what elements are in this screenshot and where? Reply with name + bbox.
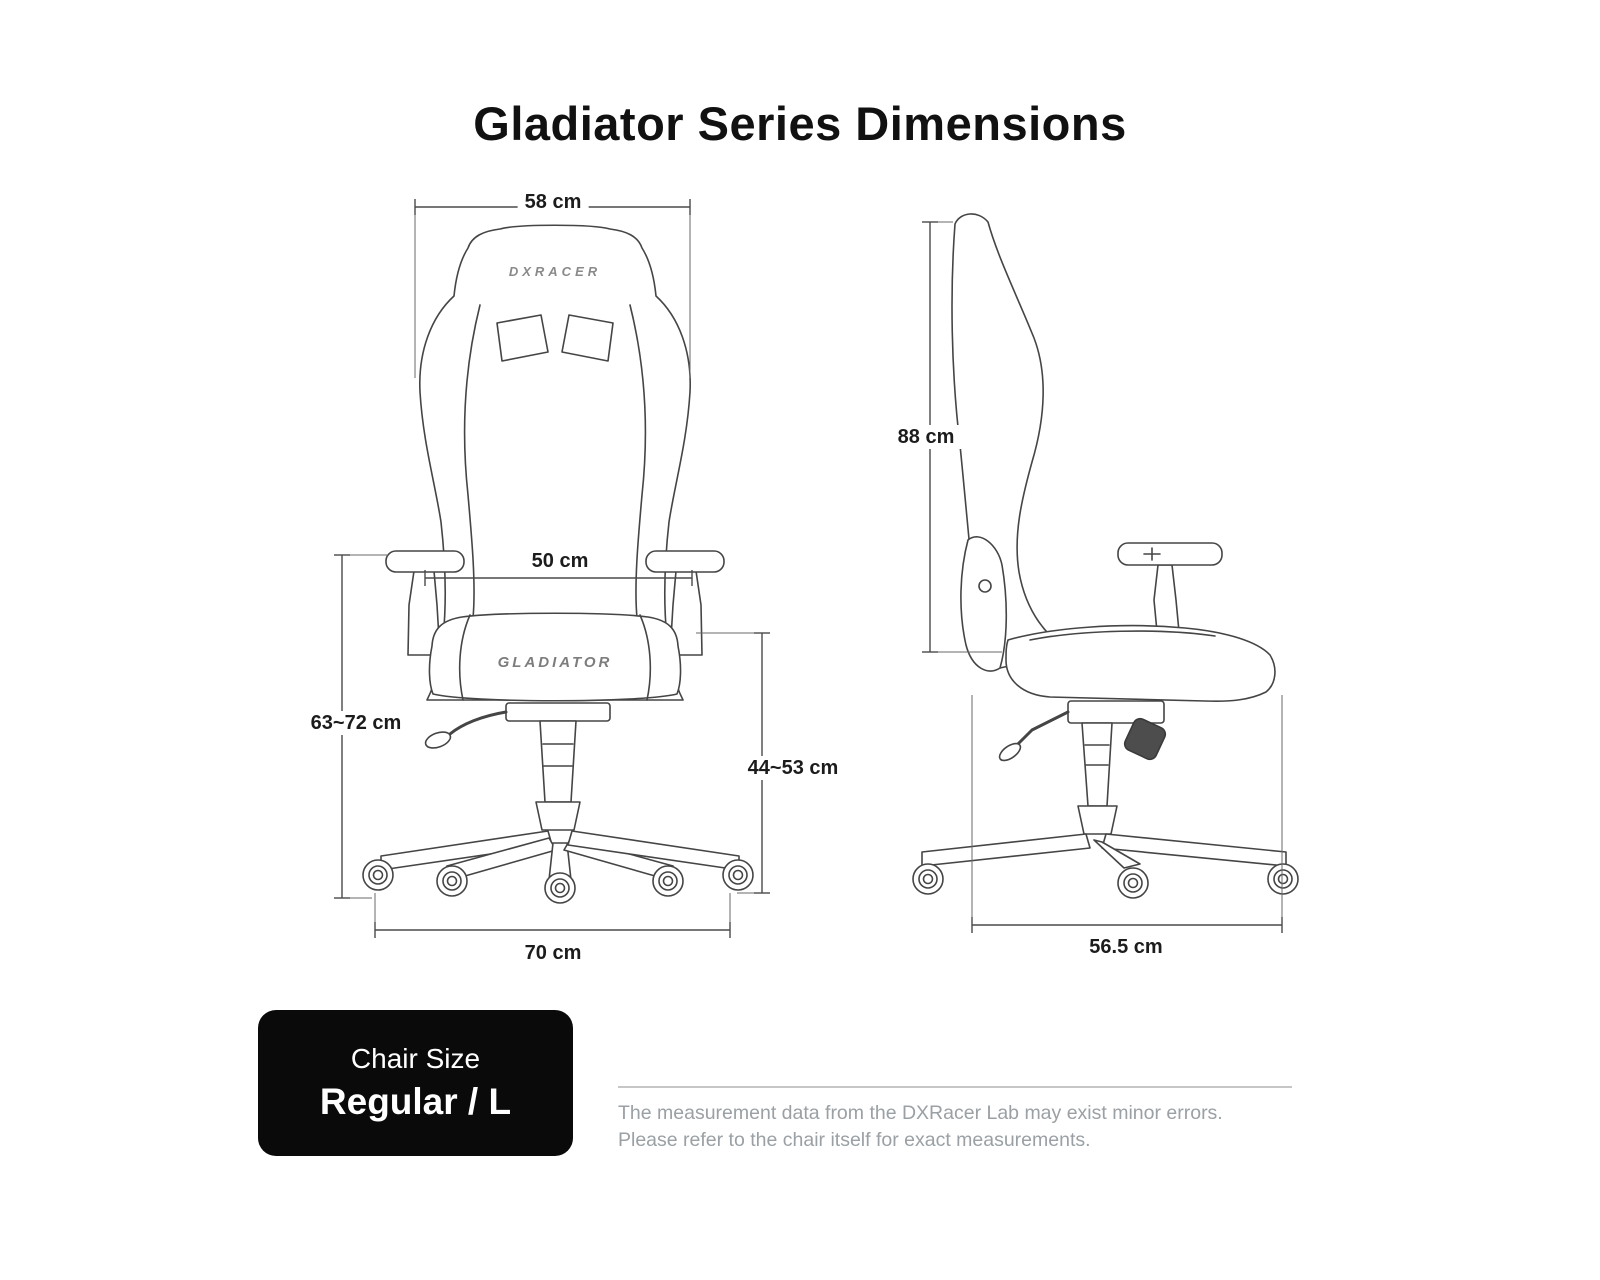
dimension-lines	[334, 199, 1283, 938]
front-armrest-pad-left	[385, 550, 465, 573]
front-seat-bolster-right	[639, 614, 652, 701]
side-recline-shield	[960, 536, 1008, 672]
side-lift-cone	[1077, 805, 1118, 835]
front-armrest-pad-right	[645, 550, 725, 573]
front-casters	[362, 859, 754, 904]
front-seat-outline	[428, 612, 682, 702]
side-recline-knob	[978, 579, 992, 593]
front-headrest-hole-left	[496, 314, 549, 362]
dimension-armrest-height: 63~72 cm	[303, 711, 409, 735]
side-view-drawing	[912, 213, 1299, 899]
dimension-seat-height: 44~53 cm	[740, 756, 846, 780]
chair-size-label: Chair Size	[350, 1043, 481, 1074]
page-title: Gladiator Series Dimensions	[473, 97, 1127, 150]
side-base	[921, 833, 1287, 869]
dimension-base-width: 70 cm	[517, 941, 589, 965]
front-gas-lift	[539, 720, 577, 803]
front-tilt-lever	[448, 710, 508, 736]
front-view-drawing: DXRACER GLADIATOR	[362, 224, 754, 904]
dimension-backrest-width: 58 cm	[517, 190, 589, 214]
side-adjust-knob	[1123, 717, 1167, 761]
footnote-line-1: The measurement data from the DXRacer La…	[618, 1102, 1223, 1124]
dimension-backrest-height: 88 cm	[890, 425, 962, 449]
dimension-base-depth: 56.5 cm	[1082, 935, 1170, 959]
front-seat-logo: GLADIATOR	[498, 654, 613, 671]
side-seat-seam	[1029, 630, 1216, 641]
chair-size-value: Regular / L	[319, 1081, 512, 1122]
front-backrest-seam-right	[629, 304, 647, 619]
front-mechanism	[505, 702, 611, 722]
footnote-line-2: Please refer to the chair itself for exa…	[618, 1129, 1091, 1152]
front-lift-cone	[535, 801, 581, 831]
front-backrest-logo: DXRACER	[509, 264, 601, 279]
side-mechanism	[1067, 700, 1165, 724]
side-casters	[912, 863, 1299, 899]
front-seat-bolster-left	[458, 614, 471, 701]
side-lever-knob	[998, 742, 1022, 762]
front-backrest-seam-left	[463, 304, 481, 619]
front-base	[380, 830, 740, 881]
footnote-divider	[618, 1086, 1292, 1088]
front-lever-knob	[424, 731, 452, 749]
side-tilt-lever	[1014, 710, 1070, 748]
footnote: The measurement data from the DXRacer La…	[618, 1100, 1338, 1155]
side-armrest-pad	[1117, 542, 1223, 566]
dimension-seat-width: 50 cm	[524, 549, 596, 573]
front-headrest-hole-right	[561, 314, 614, 362]
side-seat-outline	[1005, 624, 1276, 703]
chair-size-badge: Chair Size Regular / L	[258, 1010, 573, 1156]
front-backrest-outline	[419, 224, 691, 701]
